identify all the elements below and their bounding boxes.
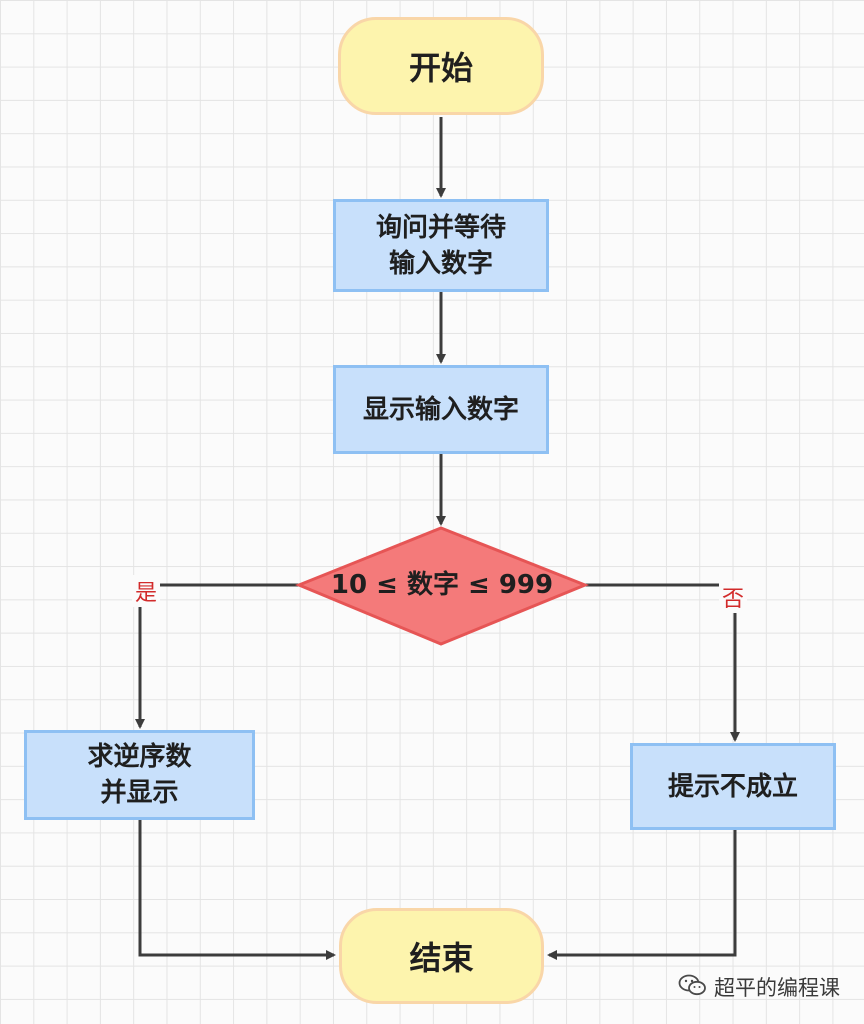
end-node: 结束: [339, 908, 544, 1004]
arrow-reverse-to-end: [138, 820, 336, 960]
yes-branch-label: 是: [132, 575, 161, 607]
start-node: 开始: [338, 17, 544, 115]
decision-label: 10 ≤ 数字 ≤ 999: [330, 570, 554, 600]
watermark: 超平的编程课: [678, 972, 840, 1002]
arrow-decision-no: [585, 583, 740, 742]
no-branch-label: 否: [719, 581, 748, 613]
reverse-number-step: 求逆序数 并显示: [24, 730, 255, 820]
show-input-step: 显示输入数字: [333, 365, 549, 454]
arrow-invalid-to-end: [547, 830, 737, 960]
arrow-decision-yes: [135, 583, 299, 729]
watermark-text: 超平的编程课: [714, 976, 840, 1000]
ask-input-step: 询问并等待 输入数字: [333, 199, 549, 292]
invalid-notice-step: 提示不成立: [630, 743, 836, 830]
wechat-icon: [678, 973, 708, 1002]
decision-diamond: [295, 526, 590, 646]
